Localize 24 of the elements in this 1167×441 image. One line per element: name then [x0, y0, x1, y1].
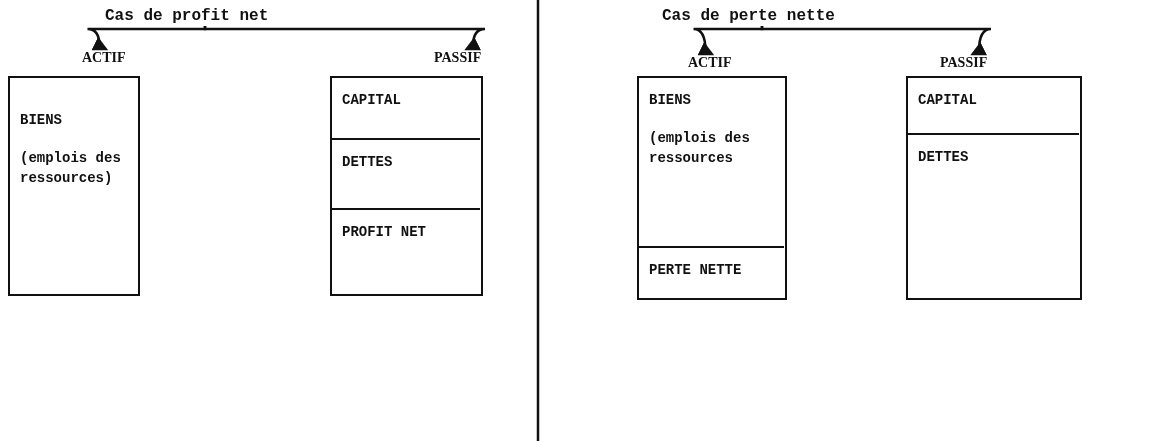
section-label: CAPITAL — [342, 91, 402, 110]
section-label: PROFIT NET — [342, 223, 427, 242]
balance-box — [906, 76, 1082, 300]
balance-box — [8, 76, 140, 296]
section-label: BIENS — [20, 111, 63, 130]
balance-box — [637, 76, 787, 300]
section-label: DETTES — [918, 148, 970, 167]
section-label: BIENS — [649, 91, 692, 110]
section-note: (emplois des ressources) — [20, 149, 122, 188]
arrow — [692, 26, 764, 56]
section-label: CAPITAL — [918, 91, 978, 110]
column-heading: PASSIF — [940, 55, 998, 71]
arrow — [760, 26, 993, 56]
arrow — [203, 25, 487, 51]
section-label: DETTES — [342, 153, 394, 172]
arrow — [86, 26, 207, 51]
section-note: (emplois des ressources — [649, 129, 751, 168]
title-text: Cas de profit net — [105, 6, 305, 26]
column-heading: ACTIF — [82, 50, 137, 66]
column-heading: PASSIF — [434, 50, 492, 66]
balance-box — [330, 76, 483, 296]
column-heading: ACTIF — [688, 55, 743, 71]
title-text: Cas de perte nette — [662, 6, 862, 26]
section-label: PERTE NETTE — [649, 261, 743, 280]
